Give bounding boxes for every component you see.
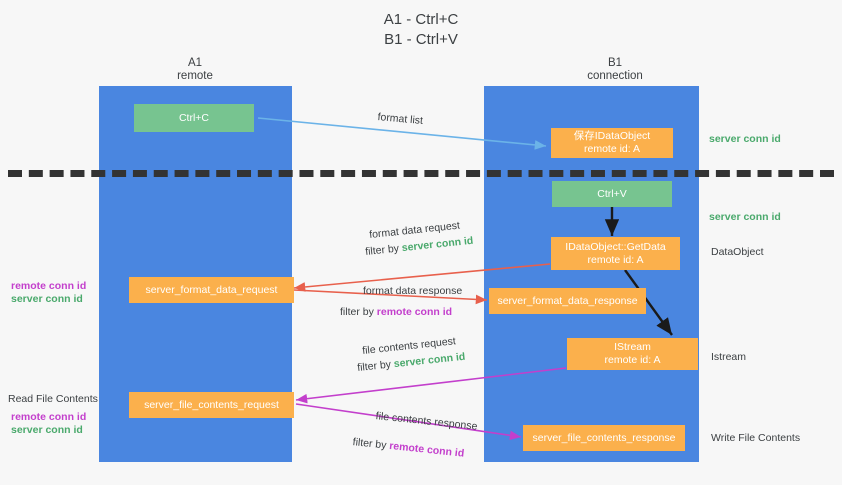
box-save-idataobject-line2: remote id: A (583, 143, 641, 155)
lane-b1-subtitle: connection (587, 70, 643, 82)
phase-divider (8, 170, 834, 177)
box-istream[interactable]: IStream remote id: A (567, 338, 698, 370)
box-idataobject-getdata-line1: IDataObject::GetData (565, 240, 666, 253)
label-format-list: format list (377, 111, 424, 127)
box-ctrl-v[interactable]: Ctrl+V (552, 181, 672, 207)
box-server-format-data-response-label: server_format_data_response (497, 294, 638, 307)
label-server-conn-id-top: server conn id (709, 133, 781, 145)
box-server-file-contents-request-label: server_file_contents_request (144, 398, 279, 411)
filter-by-text-4: filter by (352, 436, 390, 452)
lane-a1-name: A1 (187, 57, 203, 69)
label-remote-conn-id-2: remote conn id (11, 411, 87, 423)
label-format-data-response: format data response (363, 285, 463, 297)
page-title: A1 - Ctrl+C B1 - Ctrl+V (0, 10, 842, 50)
lane-b1-name: B1 (607, 57, 623, 69)
label-istream-side: Istream (711, 351, 747, 363)
label-file-contents-response: file contents response (375, 410, 478, 433)
box-ctrl-v-label: Ctrl+V (597, 187, 627, 200)
label-server-conn-id-mid: server conn id (709, 211, 781, 223)
filter-remote-conn-id-1: remote conn id (376, 306, 453, 318)
label-server-conn-id-2: server conn id (11, 424, 83, 436)
box-ctrl-c-label: Ctrl+C (178, 111, 210, 124)
box-idataobject-getdata[interactable]: IDataObject::GetData remote id: A (551, 237, 680, 270)
label-server-conn-id-1: server conn id (11, 293, 83, 305)
lane-header-b1: B1 connection (535, 57, 695, 83)
box-istream-line2: remote id: A (604, 354, 661, 366)
lane-a1-subtitle: remote (177, 70, 213, 82)
box-save-idataobject[interactable]: 保存IDataObject remote id: A (551, 128, 673, 158)
box-save-idataobject-line1: 保存IDataObject (573, 130, 651, 142)
title-line-2: B1 - Ctrl+V (384, 31, 458, 48)
box-idataobject-getdata-line2: remote id: A (587, 253, 644, 266)
box-server-format-data-request[interactable]: server_format_data_request (129, 277, 294, 303)
box-server-file-contents-request[interactable]: server_file_contents_request (129, 392, 294, 418)
lane-header-a1: A1 remote (115, 57, 275, 83)
box-server-file-contents-response-label: server_file_contents_response (532, 431, 676, 444)
filter-by-text-2: filter by (340, 306, 377, 318)
label-dataobject: DataObject (711, 246, 764, 258)
box-server-file-contents-response[interactable]: server_file_contents_response (523, 425, 685, 451)
label-filter-file-contents-response: filter by remote conn id (352, 435, 465, 461)
box-istream-line1: IStream (614, 341, 651, 353)
box-server-format-data-request-label: server_format_data_request (145, 283, 278, 296)
title-line-1: A1 - Ctrl+C (383, 11, 459, 28)
label-write-file-contents: Write File Contents (711, 432, 801, 444)
box-server-format-data-response[interactable]: server_format_data_response (489, 288, 646, 314)
filter-remote-conn-id-2: remote conn id (388, 439, 465, 460)
filter-by-text-3: filter by (356, 358, 395, 375)
label-read-file-contents: Read File Contents (8, 393, 98, 405)
label-remote-conn-id-1: remote conn id (11, 280, 87, 292)
label-filter-format-data-response: filter by remote conn id (340, 305, 452, 319)
filter-by-text-1: filter by (364, 242, 403, 259)
filter-server-conn-id-1: server conn id (401, 234, 474, 255)
box-ctrl-c[interactable]: Ctrl+C (134, 104, 254, 132)
